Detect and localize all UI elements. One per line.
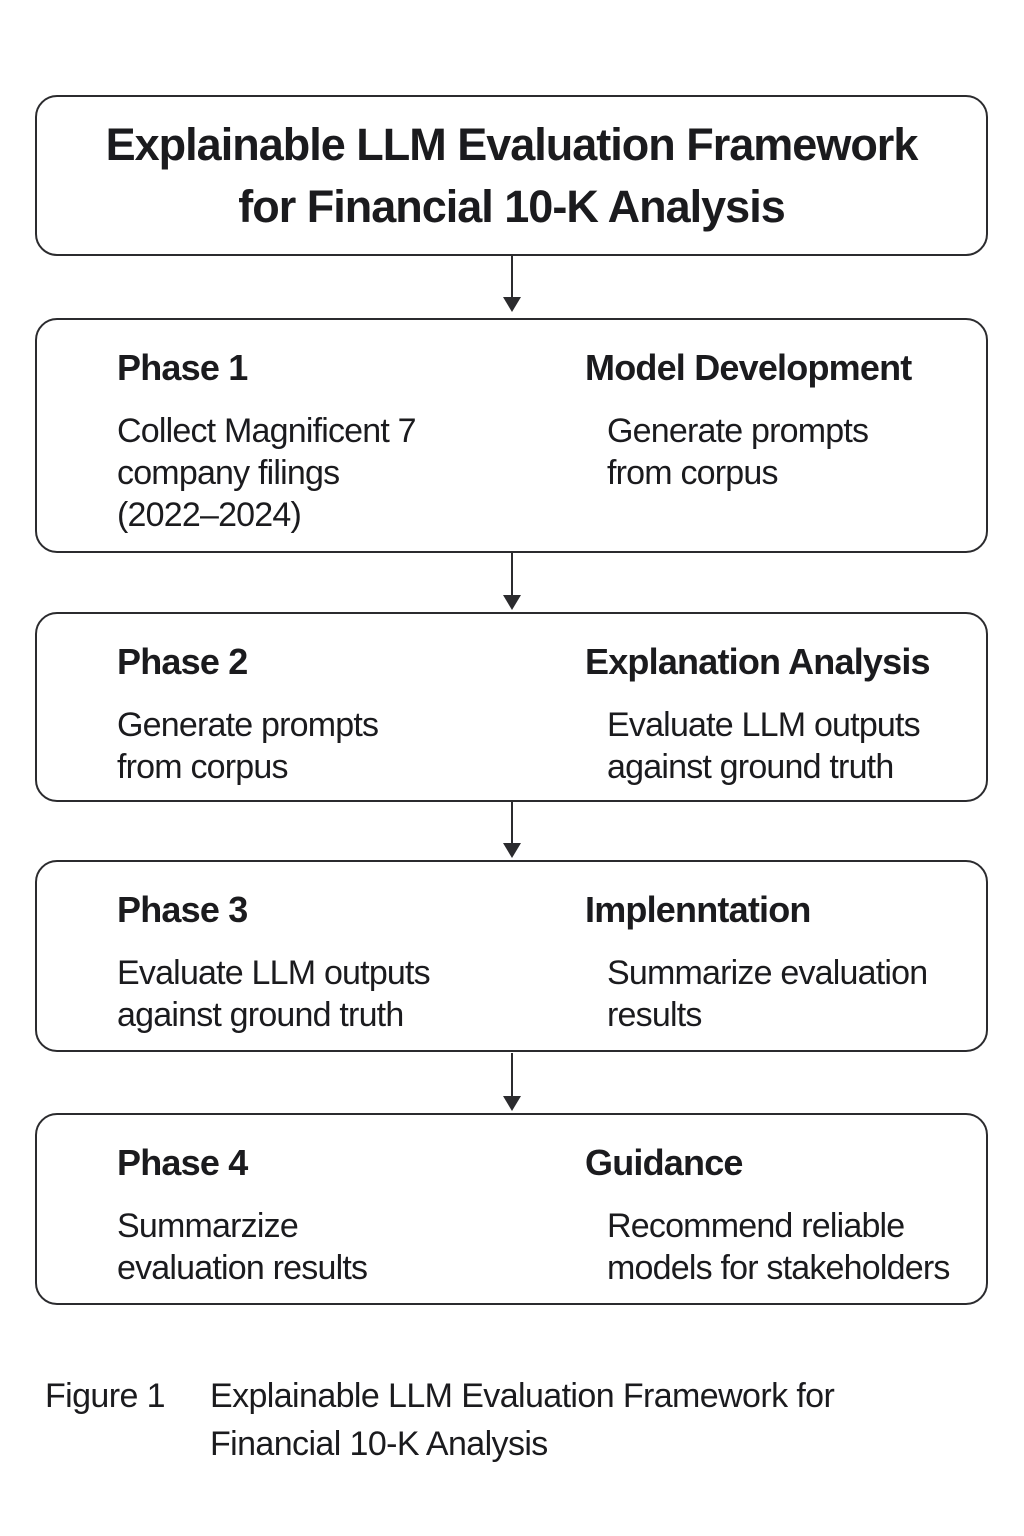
phase-2-box: Phase 2 Generate prompts from corpus Exp… — [35, 612, 988, 802]
phase-2-right-column: Explanation Analysis Evaluate LLM output… — [585, 640, 966, 800]
phase-3-heading: Phase 3 — [117, 889, 248, 930]
body-line: Generate prompts — [117, 706, 379, 744]
phase-1-box: Phase 1 Collect Magnificent 7 company fi… — [35, 318, 988, 553]
figure-caption-label: Figure 1 — [45, 1377, 166, 1415]
phase-4-right-body: Recommend reliable models for stakeholde… — [585, 1205, 966, 1289]
phase-2-left-body: Generate prompts from corpus — [117, 704, 585, 788]
body-line: Generate prompts — [607, 412, 869, 450]
phase-4-left-column: Phase 4 Summarzize evaluation results — [117, 1141, 585, 1303]
diagram-title-line-2: for Financial 10-K Analysis — [238, 180, 786, 232]
phase-3-left-body: Evaluate LLM outputs against ground trut… — [117, 952, 585, 1036]
body-line: results — [607, 996, 702, 1034]
phase-1-right-body: Generate prompts from corpus — [585, 410, 966, 494]
body-line: (2022–2024) — [117, 496, 302, 534]
phase-4-outcome-heading: Guidance — [585, 1142, 743, 1183]
body-line: Summarzize — [117, 1207, 299, 1245]
phase-4-heading: Phase 4 — [117, 1142, 248, 1183]
phase-1-left-column: Phase 1 Collect Magnificent 7 company fi… — [117, 346, 585, 551]
body-line: against ground truth — [607, 748, 894, 786]
phase-2-outcome-heading: Explanation Analysis — [585, 641, 931, 682]
phase-3-left-column: Phase 3 Evaluate LLM outputs against gro… — [117, 888, 585, 1050]
body-line: Collect Magnificent 7 — [117, 412, 417, 450]
flow-arrow-head-1 — [503, 297, 521, 312]
phase-1-right-column: Model Development Generate prompts from … — [585, 346, 966, 551]
body-line: Evaluate LLM outputs — [117, 954, 431, 992]
flow-arrow-head-3 — [503, 843, 521, 858]
caption-line: Financial 10-K Analysis — [210, 1425, 548, 1463]
phase-3-right-column: Implenntation Summarize evaluation resul… — [585, 888, 966, 1050]
body-line: company filings — [117, 454, 340, 492]
title-box: Explainable LLM Evaluation Framework for… — [35, 95, 988, 256]
phase-3-outcome-heading: Implenntation — [585, 889, 811, 930]
body-line: evaluation results — [117, 1249, 368, 1287]
figure-caption-text: Explainable LLM Evaluation Framework for… — [210, 1372, 835, 1468]
phase-4-right-column: Guidance Recommend reliable models for s… — [585, 1141, 966, 1303]
flow-arrow-line-3 — [511, 802, 513, 844]
phase-2-right-body: Evaluate LLM outputs against ground trut… — [585, 704, 966, 788]
flow-arrow-head-2 — [503, 595, 521, 610]
flow-arrow-line-2 — [511, 553, 513, 596]
flow-arrow-head-4 — [503, 1096, 521, 1111]
phase-2-heading: Phase 2 — [117, 641, 248, 682]
phase-3-right-body: Summarize evaluation results — [585, 952, 966, 1036]
phase-3-box: Phase 3 Evaluate LLM outputs against gro… — [35, 860, 988, 1052]
body-line: against ground truth — [117, 996, 404, 1034]
body-line: from corpus — [607, 454, 779, 492]
figure-caption: Figure 1 Explainable LLM Evaluation Fram… — [45, 1372, 835, 1468]
phase-4-left-body: Summarzize evaluation results — [117, 1205, 585, 1289]
body-line: Evaluate LLM outputs — [607, 706, 921, 744]
phase-2-left-column: Phase 2 Generate prompts from corpus — [117, 640, 585, 800]
body-line: models for stakeholders — [607, 1249, 950, 1287]
flow-arrow-line-1 — [511, 255, 513, 298]
body-line: Recommend reliable — [607, 1207, 905, 1245]
phase-1-outcome-heading: Model Development — [585, 347, 912, 388]
phase-1-heading: Phase 1 — [117, 347, 248, 388]
phase-1-left-body: Collect Magnificent 7 company filings (2… — [117, 410, 585, 536]
phase-4-box: Phase 4 Summarzize evaluation results Gu… — [35, 1113, 988, 1305]
diagram-title-line-1: Explainable LLM Evaluation Framework — [105, 118, 919, 170]
flow-arrow-line-4 — [511, 1053, 513, 1097]
body-line: from corpus — [117, 748, 289, 786]
caption-line: Explainable LLM Evaluation Framework for — [210, 1377, 835, 1415]
body-line: Summarize evaluation — [607, 954, 928, 992]
